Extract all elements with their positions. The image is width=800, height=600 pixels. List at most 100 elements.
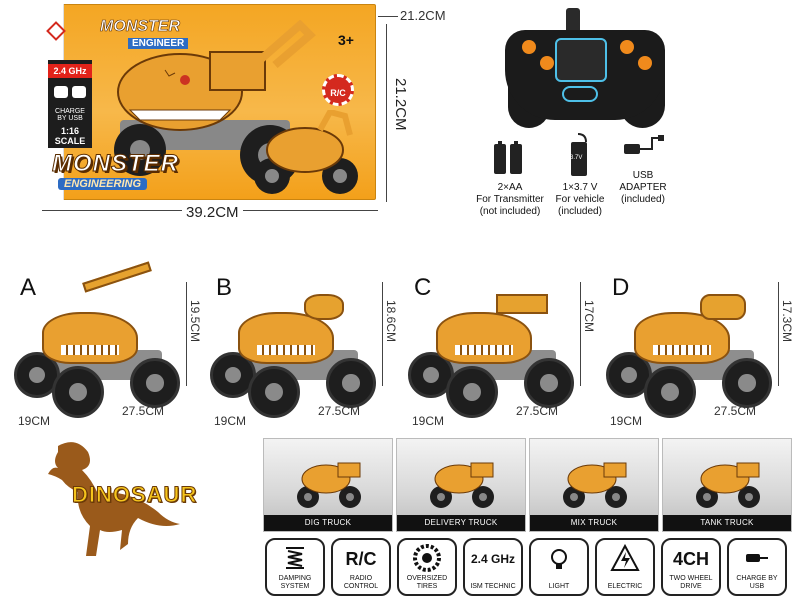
ghz-icon: 2.4 GHz	[470, 552, 515, 566]
feature-label: OVERSIZED TIRES	[399, 575, 455, 591]
remote-button-3	[620, 40, 634, 54]
front-tire-right	[130, 358, 180, 408]
mode-panel-2: DELIVERY TRUCK	[396, 438, 526, 532]
feature-label: CHARGE BY USB	[729, 575, 785, 591]
accessory-usb-line1: USB	[632, 170, 654, 181]
accessory-lipo-use: For vehicle	[555, 194, 605, 205]
feature-label-line1: ELECTRIC	[607, 583, 643, 590]
feature-bulb: LIGHT	[529, 538, 589, 596]
variant-height: 18.6CM	[384, 300, 398, 343]
feature-label-line2: USB	[749, 583, 765, 590]
height-dim-line	[382, 282, 383, 386]
excavator-attachment	[82, 261, 152, 293]
feature-usb: CHARGE BY USB	[727, 538, 787, 596]
feature-label: ELECTRIC	[597, 583, 653, 591]
remote-button-4	[638, 56, 652, 70]
mode-panel-4: TANK TRUCK	[662, 438, 792, 532]
feature-label: RADIO CONTROL	[333, 575, 389, 591]
mixer-attachment	[304, 294, 344, 320]
rc-icon: R/C	[345, 549, 377, 569]
accessory-usb: USB ADAPTER (included)	[608, 170, 678, 206]
variant-width: 19CM	[412, 414, 445, 428]
variant-height: 17CM	[582, 300, 596, 333]
feature-label-line2: TIRES	[416, 583, 438, 590]
feature-label: LIGHT	[531, 583, 587, 591]
height-dim-line	[778, 282, 779, 386]
feature-4ch: 4CH TWO WHEEL DRIVE	[661, 538, 721, 596]
box-charge: CHARGE BY USB	[55, 108, 85, 122]
remote-display	[555, 38, 607, 82]
4ch-icon: 4CH	[672, 549, 709, 569]
dinosaur-head	[42, 312, 138, 364]
front-tire-left	[52, 366, 104, 418]
feature-ghz: 2.4 GHz ISM TECHNIC	[463, 538, 523, 596]
variant-letter: C	[414, 274, 432, 301]
mode-panel-3: MIX TRUCK	[529, 438, 659, 532]
mode-label: DIG TRUCK	[264, 515, 392, 531]
feature-electric: ELECTRIC	[595, 538, 655, 596]
front-tire-right	[524, 358, 574, 408]
accessory-aa-use: For Transmitter	[476, 194, 544, 205]
lipo-battery-text: 3.7V	[570, 155, 583, 161]
front-tire-left	[644, 366, 696, 418]
feature-label-line1: RADIO	[349, 575, 373, 582]
height-dim-line	[580, 282, 581, 386]
box-logo: MONSTER	[52, 150, 179, 178]
mode-panel-1: DIG TRUCK	[263, 438, 393, 532]
accessory-lipo-note: (included)	[558, 206, 602, 217]
feature-label-line1: ISM TECHNIC	[470, 583, 516, 590]
accessory-lipo-qty: 1×3.7 V	[562, 182, 598, 193]
mode-truck-image	[430, 462, 494, 508]
rc-badge: R/C	[322, 74, 354, 106]
feature-label-line1: CHARGE BY	[736, 575, 778, 582]
variant-truck-image	[604, 294, 784, 420]
remote-antenna	[566, 8, 580, 34]
bulb-icon	[531, 544, 587, 574]
dinosaur-icon	[48, 442, 180, 556]
box-small-truck-illustration	[254, 110, 358, 194]
age-badge: 3+	[338, 32, 354, 48]
usb-adapter-icon	[624, 135, 664, 154]
spring-icon	[267, 544, 323, 574]
variant-length: 27.5CM	[318, 404, 361, 418]
front-tire-right	[326, 358, 376, 408]
box-width-label: 39.2CM	[182, 204, 243, 221]
accessory-usb-note: (included)	[621, 194, 665, 205]
accessory-lipo: 1×3.7 V For vehicle (included)	[540, 182, 620, 218]
front-tire-left	[446, 366, 498, 418]
feature-label-line1: TWO WHEEL	[669, 575, 713, 582]
feature-rc: R/C RADIO CONTROL	[331, 538, 391, 596]
feature-label: TWO WHEEL DRIVE	[663, 575, 719, 591]
usb-icon	[729, 544, 785, 574]
mode-truck-image	[563, 462, 627, 508]
accessory-usb-line2: ADAPTER	[619, 182, 667, 193]
feature-label-line1: DAMPING	[278, 575, 312, 582]
feature-label-line2: DRIVE	[680, 583, 702, 590]
box-height-label: 21.2CM	[392, 78, 409, 131]
variant-length: 27.5CM	[122, 404, 165, 418]
remote-trim-icon	[562, 86, 598, 102]
dump-attachment	[496, 294, 548, 314]
dinosaur-head	[436, 312, 532, 364]
feature-label-line2: CONTROL	[343, 583, 379, 590]
variant-letter: A	[20, 274, 37, 301]
electric-icon	[597, 543, 653, 574]
variant-truck-image	[12, 261, 192, 420]
variant-letter: B	[216, 274, 233, 301]
remote-mini-icon	[50, 82, 90, 102]
remote-button-2	[540, 56, 554, 70]
mode-label: TANK TRUCK	[663, 515, 791, 531]
feature-tire: OVERSIZED TIRES	[397, 538, 457, 596]
dinosaur-head	[634, 312, 730, 364]
box-frequency: 2.4 GHz	[48, 64, 92, 78]
box-logo-top: MONSTER	[100, 18, 181, 36]
variant-truck-image	[406, 294, 586, 420]
height-dim-line	[386, 24, 387, 202]
mode-truck-image	[297, 462, 361, 508]
box-logo-top-sub: ENGINEER	[128, 38, 189, 49]
tire-icon	[399, 544, 455, 574]
variant-width: 19CM	[18, 414, 51, 428]
height-dim-line	[186, 282, 187, 386]
aa-battery-icon	[494, 141, 522, 174]
variant-width: 19CM	[214, 414, 247, 428]
